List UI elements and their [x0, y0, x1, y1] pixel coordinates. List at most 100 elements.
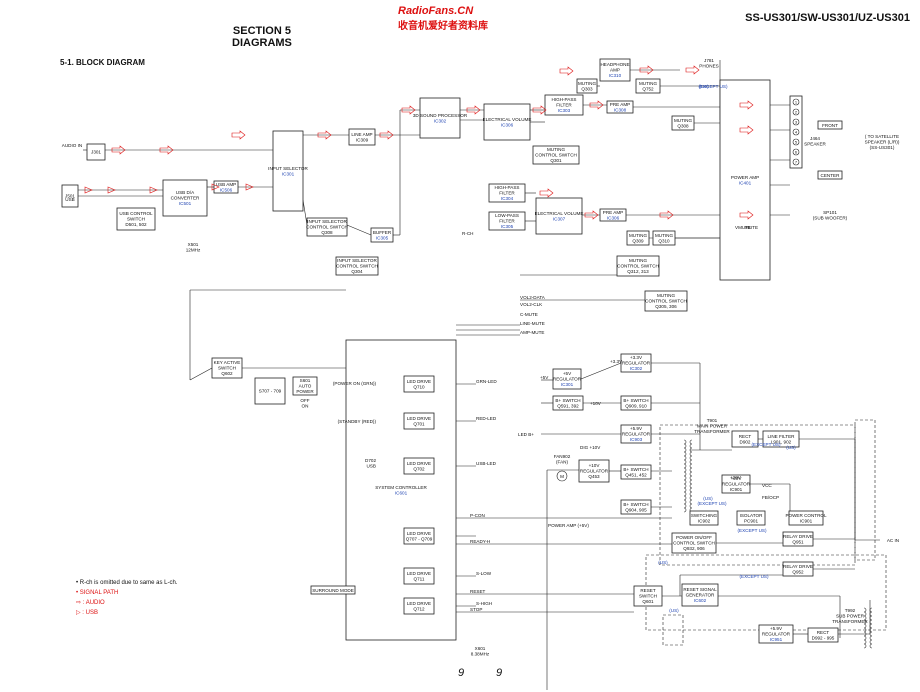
usb-connector-label: USB	[65, 197, 74, 202]
fan-motor-icon	[556, 470, 568, 482]
block-title: J301	[91, 150, 101, 155]
block-bsw4	[620, 499, 652, 515]
wire	[189, 367, 213, 381]
usb-arrow	[107, 186, 116, 194]
signal-label: P-CON	[470, 513, 485, 518]
fan-motor-letter: M	[560, 474, 564, 479]
block-auto-power	[292, 376, 318, 396]
block-ic: IC302	[630, 366, 643, 371]
pin-number: 5	[795, 140, 798, 145]
signal-label: POWER AMP (+5V)	[548, 523, 589, 528]
block-ic: IC301	[561, 382, 574, 387]
block-sound3d	[419, 97, 461, 139]
except-us-label: (EXCEPT US)	[751, 442, 780, 447]
section-title: DIAGRAMS	[232, 37, 292, 49]
block-led6	[403, 597, 435, 615]
block-bsw1	[552, 395, 584, 411]
except-us-label: (EXCEPT US)	[737, 528, 766, 533]
block-hpf2	[488, 183, 526, 203]
block-title: ELECTRICAL VOLUME	[535, 211, 584, 216]
speaker-connector	[789, 95, 803, 169]
audio-arrow	[111, 145, 126, 155]
pin-number: 2	[795, 110, 798, 115]
fan-label: FAN902(FAN)	[554, 454, 571, 464]
signal-label: USB-LED	[476, 461, 497, 466]
signal-label: MUTE	[745, 225, 758, 230]
usb-arrow	[211, 183, 220, 191]
region-outline	[854, 419, 876, 561]
block-ic: IC303	[558, 108, 571, 113]
us-label: (US)	[786, 445, 796, 450]
ac-in-label: AC IN	[887, 538, 899, 543]
signal-label: VCC	[762, 483, 772, 488]
audio-arrow	[659, 210, 674, 220]
except-us-label: (EXCEPT US)	[739, 574, 768, 579]
block-input-sel	[272, 130, 304, 212]
signal-label: S-LOW	[476, 571, 492, 576]
block-hpf1	[544, 94, 584, 116]
usb-arrow	[245, 183, 254, 191]
page-number-left: 9	[458, 667, 465, 679]
block-ic: IC903	[630, 437, 643, 442]
pin-number: 6	[795, 150, 798, 155]
block-muting3	[671, 115, 695, 131]
block-pre-amp1	[606, 100, 634, 114]
signal-label: +20V	[730, 475, 742, 480]
audio-arrow	[466, 105, 481, 115]
block-title: PRE AMP	[610, 102, 630, 107]
block-reg59	[620, 424, 652, 444]
block-muting2	[635, 78, 661, 94]
front-label: FRONT	[822, 123, 838, 128]
signal-label: +10V	[590, 401, 602, 406]
block-relay1	[782, 531, 814, 547]
block-rect1	[731, 430, 759, 448]
block-sys-ctrl	[345, 339, 457, 641]
audio-arrow	[739, 100, 754, 110]
block-ic: IC304	[501, 196, 514, 201]
section-heading: SECTION 5 DIAGRAMS	[232, 25, 292, 49]
pin-number: 7	[795, 160, 798, 165]
block-sw-707	[254, 377, 286, 405]
block-isel-ctrl2	[335, 256, 379, 276]
block-led1	[403, 375, 435, 393]
wire	[580, 362, 622, 380]
block-reg5v	[552, 368, 582, 390]
signal-label: AMP-MUTE	[520, 330, 545, 335]
usb-arrow	[84, 186, 93, 194]
block-isolator	[736, 510, 766, 526]
legend-usb: ▷ : USB	[76, 610, 98, 616]
sub-transformer-coil	[863, 607, 873, 649]
block-muting1	[576, 78, 598, 94]
block-buffer	[370, 227, 394, 243]
block-line-filter	[762, 430, 800, 448]
page-number-right: 9	[496, 667, 503, 679]
pin-number: 4	[795, 130, 798, 135]
audio-arrow	[159, 145, 174, 155]
block-title: BUFFER	[373, 230, 392, 235]
block-pwr-onoff	[671, 532, 717, 554]
